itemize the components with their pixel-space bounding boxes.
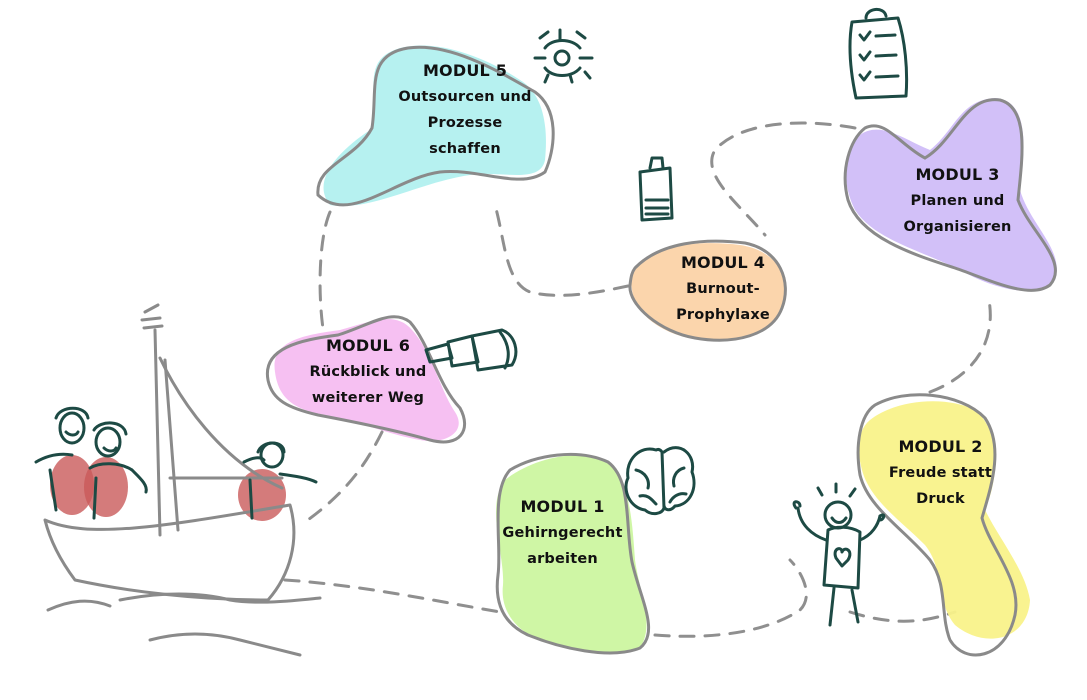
module-description-line: Prophylaxe [676,307,770,323]
module-label-modul-3: MODUL 3 Planen und Organisieren [885,162,1030,240]
module-title: MODUL 1 [520,497,605,516]
island-modul-3 [843,98,1057,292]
sailboat-with-crew [34,303,322,657]
module-label-modul-1: MODUL 1 Gehirngerecht arbeiten [490,494,635,572]
module-description-line: Gehirngerecht [502,525,623,541]
module-title: MODUL 5 [422,61,508,80]
module-description-line: Prozesse [427,115,503,131]
module-description-line: Rückblick und [309,364,427,380]
clipboard-checklist-icon [848,8,909,100]
module-description-line: Druck [916,491,965,507]
module-description-line: schaffen [429,141,501,157]
module-label-modul-5: MODUL 5 Outsourcen und Prozesse schaffen [380,58,550,162]
module-title: MODUL 4 [680,253,766,272]
module-title: MODUL 3 [915,165,1000,184]
island-modul-5 [316,45,555,207]
island-modul-1 [495,452,650,655]
module-title: MODUL 6 [325,336,411,355]
battery-low-icon [638,156,674,222]
module-label-modul-6: MODUL 6 Rückblick und weiterer Weg [288,333,448,411]
crew-vest-red [50,455,94,515]
happy-person-icon [792,482,886,627]
module-description-line: arbeiten [527,551,598,567]
module-description-line: Freude statt [888,465,993,481]
module-label-modul-4: MODUL 4 Burnout- Prophylaxe [648,250,798,328]
gears-process-icon [533,28,594,84]
module-description-line: Outsourcen und [398,89,532,105]
module-description-line: weiterer Weg [311,390,425,406]
module-title: MODUL 2 [898,437,983,456]
brain-icon [624,446,696,516]
dashed-journey-path [283,121,992,638]
island-modul-4 [628,239,787,342]
module-label-modul-2: MODUL 2 Freude statt Druck [868,434,1013,512]
module-description-line: Burnout- [686,281,760,297]
island-modul-2 [856,393,1030,657]
island-modul-6 [265,315,467,444]
telescope-icon [424,328,518,372]
module-description-line: Organisieren [903,219,1012,235]
module-description-line: Planen und [910,193,1005,209]
